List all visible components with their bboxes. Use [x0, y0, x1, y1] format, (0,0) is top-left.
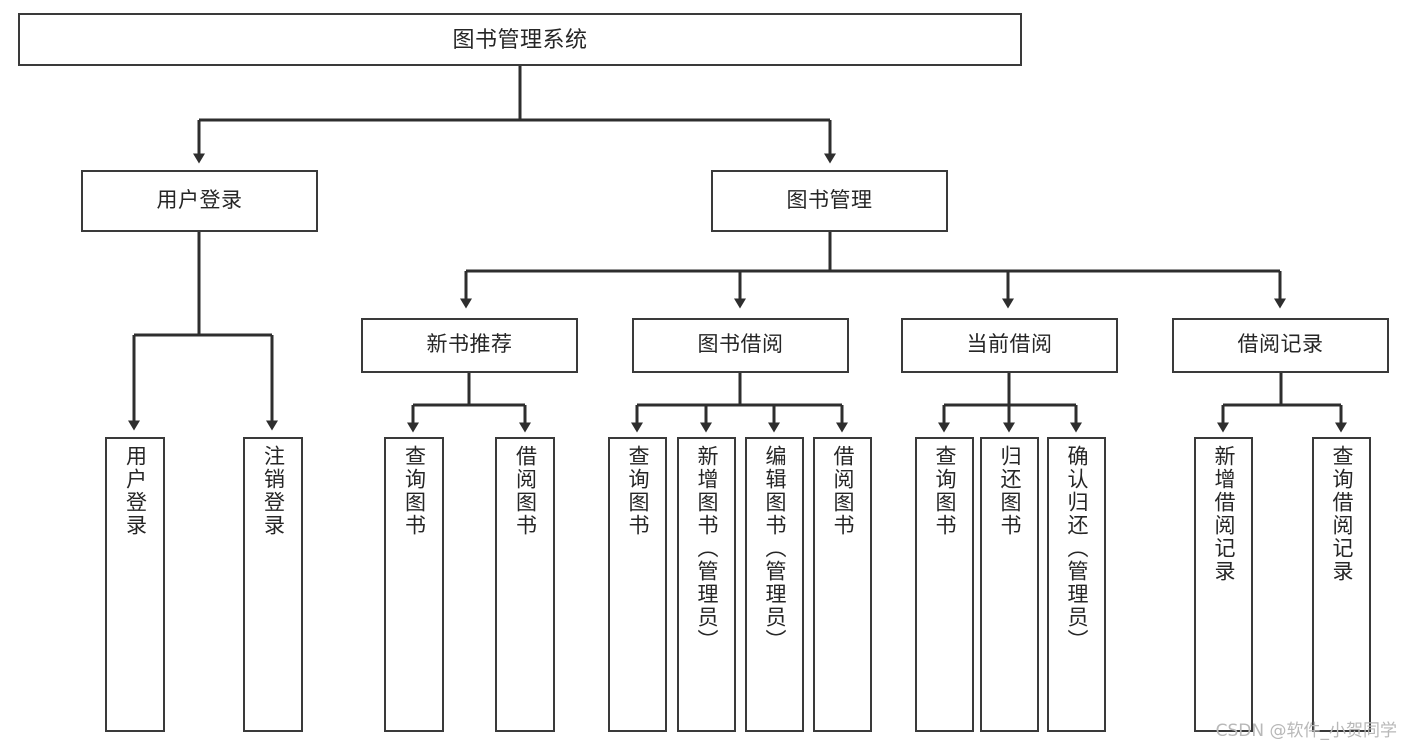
- leaf-borrow-borrow-book[interactable]: 借阅图书: [813, 437, 872, 732]
- node-label: 用户登录: [156, 188, 243, 212]
- node-label: 新书推荐: [426, 333, 513, 357]
- node-label: 查询图书: [626, 445, 649, 537]
- node-label: 注销登录: [261, 445, 285, 537]
- node-label: 确认归还（管理员）: [1065, 445, 1088, 652]
- leaf-recommend-query-book[interactable]: 查询图书: [384, 437, 444, 732]
- leaf-record-add-record[interactable]: 新增借阅记录: [1194, 437, 1253, 732]
- node-label: 图书管理系统: [452, 26, 588, 52]
- node-book-management[interactable]: 图书管理: [711, 170, 948, 232]
- node-root-system[interactable]: 图书管理系统: [18, 13, 1022, 66]
- node-user-login[interactable]: 用户登录: [81, 170, 318, 232]
- node-label: 查询借阅记录: [1330, 445, 1353, 583]
- leaf-user-login-signin[interactable]: 用户登录: [105, 437, 165, 732]
- leaf-borrow-query-book[interactable]: 查询图书: [608, 437, 667, 732]
- node-label: 查询图书: [933, 445, 956, 537]
- leaf-record-query-record[interactable]: 查询借阅记录: [1312, 437, 1371, 732]
- node-label: 借阅记录: [1237, 333, 1324, 357]
- node-label: 查询图书: [402, 445, 426, 537]
- leaf-recommend-borrow-book[interactable]: 借阅图书: [495, 437, 555, 732]
- leaf-current-confirm-return-admin[interactable]: 确认归还（管理员）: [1047, 437, 1106, 732]
- leaf-current-query-book[interactable]: 查询图书: [915, 437, 974, 732]
- node-label: 借阅图书: [831, 445, 854, 537]
- node-label: 归还图书: [998, 445, 1021, 537]
- leaf-borrow-edit-book-admin[interactable]: 编辑图书（管理员）: [745, 437, 804, 732]
- node-label: 借阅图书: [513, 445, 537, 537]
- leaf-current-return-book[interactable]: 归还图书: [980, 437, 1039, 732]
- csdn-watermark: CSDN @软件_小贺同学: [1215, 721, 1397, 741]
- node-label: 编辑图书（管理员）: [763, 445, 786, 652]
- node-borrow-record[interactable]: 借阅记录: [1172, 318, 1389, 373]
- node-label: 当前借阅: [966, 333, 1053, 357]
- node-label: 图书管理: [786, 188, 873, 212]
- leaf-user-login-signout[interactable]: 注销登录: [243, 437, 303, 732]
- node-label: 图书借阅: [697, 333, 784, 357]
- node-new-book-recommend[interactable]: 新书推荐: [361, 318, 578, 373]
- node-current-borrow[interactable]: 当前借阅: [901, 318, 1118, 373]
- node-label: 新增借阅记录: [1212, 445, 1235, 583]
- node-label: 新增图书（管理员）: [695, 445, 718, 652]
- node-label: 用户登录: [123, 445, 147, 537]
- leaf-borrow-add-book-admin[interactable]: 新增图书（管理员）: [677, 437, 736, 732]
- node-book-borrow[interactable]: 图书借阅: [632, 318, 849, 373]
